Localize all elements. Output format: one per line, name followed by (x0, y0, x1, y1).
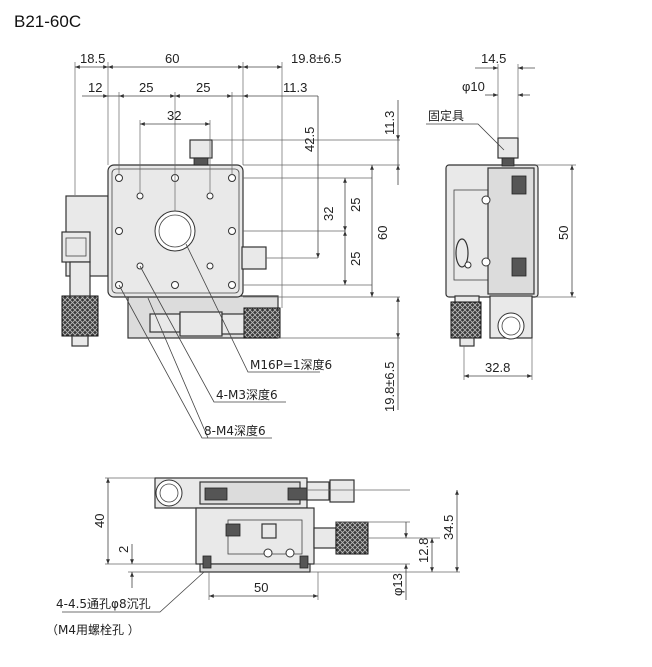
side-knurled-knob (450, 301, 482, 339)
callout-bolt-holes: （M4用螺栓孔 ） (46, 622, 140, 637)
front-base (199, 563, 311, 573)
drawing-title: B21-60C (14, 12, 81, 31)
dim-25-a: 25 (139, 80, 153, 95)
left-knurled-knob (61, 295, 99, 337)
right-lock-screw (241, 246, 267, 270)
bottom-knurled-knob (243, 307, 281, 339)
dim-12-8: 12.8 (416, 538, 431, 563)
dim-11-3-v: 11.3 (382, 111, 397, 135)
center-hole-m16 (154, 210, 196, 252)
dim-19-8: 19.8±6.5 (291, 51, 342, 66)
dim-19-8-v: 19.8±6.5 (382, 361, 397, 412)
dim-42-5: 42.5 (302, 127, 317, 152)
dim-40: 40 (92, 514, 107, 528)
side-clamp-screw (497, 137, 519, 159)
dim-32-v: 32 (321, 207, 336, 221)
dim-32: 32 (167, 108, 181, 123)
dim-14-5: 14.5 (481, 51, 506, 66)
dim-25-v1: 25 (348, 198, 363, 212)
dim-12: 12 (88, 80, 102, 95)
side-view: 14.5 φ10 固定具 50 32.8 (426, 51, 576, 380)
dim-11-3-h: 11.3 (283, 80, 307, 95)
callout-m4-holes: 8-M4深度6 (204, 423, 266, 438)
callout-m3-holes: 4-M3深度6 (216, 387, 278, 402)
dim-50-front: 50 (254, 580, 268, 595)
dim-25-v2: 25 (348, 252, 363, 266)
front-view: 40 2 34.5 12.8 φ13 50 4-4.5通孔φ8沉孔 （M4用螺栓… (46, 477, 460, 637)
dim-32-8: 32.8 (485, 360, 510, 375)
dim-phi13: φ13 (390, 573, 405, 596)
bottom-micrometer-barrel (179, 311, 223, 337)
dim-50-side: 50 (556, 226, 571, 240)
dim-phi10: φ10 (462, 79, 485, 94)
dim-25-b: 25 (196, 80, 210, 95)
top-view: 18.5 60 19.8±6.5 12 25 25 11.3 32 42.5 1… (61, 51, 400, 439)
dim-60-v: 60 (375, 226, 390, 240)
callout-clamp: 固定具 (428, 108, 464, 123)
dim-34-5: 34.5 (441, 515, 456, 540)
callout-through-holes: 4-4.5通孔φ8沉孔 (56, 597, 151, 611)
dim-18-5: 18.5 (80, 51, 105, 66)
dim-2: 2 (116, 546, 131, 553)
dim-60: 60 (165, 51, 179, 66)
front-knurled-knob (335, 521, 369, 555)
front-top-screw (329, 479, 355, 503)
callout-center-hole: M16P=1深度6 (250, 357, 332, 372)
front-lower-stage (195, 507, 315, 565)
top-screw (189, 139, 213, 159)
